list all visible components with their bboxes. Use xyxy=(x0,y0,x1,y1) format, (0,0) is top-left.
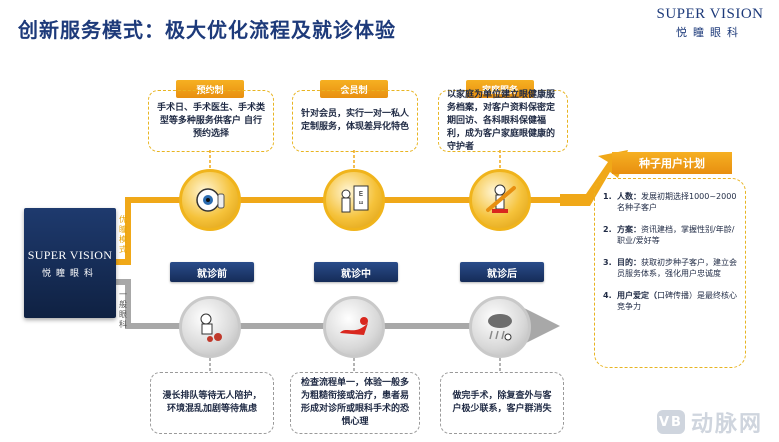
seed-item-number: 4. xyxy=(603,291,612,300)
logo-name-cn: 悦瞳眼科 xyxy=(41,268,98,279)
seed-item-text: 资讯建档，掌握性别/年龄/职业/爱好等 xyxy=(617,225,735,245)
waiting-icon xyxy=(200,313,222,342)
family-service-text: 以家庭为单位建立眼健康服务档案，对客户资料保密定期回访、各科眼科保健福利，成为客… xyxy=(447,89,556,152)
page-title: 创新服务模式：极大优化流程及就诊体验 xyxy=(18,18,396,42)
watermark-badge: VB xyxy=(656,410,685,434)
anxiety-box: 检查流程单一，体验一般多为粗糙衔接或治疗，患者易形成对诊所或眼科手术的恐惧心理 xyxy=(290,372,420,434)
seed-item-number: 3. xyxy=(603,258,612,267)
clinic-logo-box: SUPER VISION 悦瞳眼科 xyxy=(24,208,116,318)
eye-doctor-icon xyxy=(196,188,225,212)
seed-item-number: 2. xyxy=(603,225,612,234)
seed-item: 2. 方案：资讯建档，掌握性别/年龄/职业/爱好等 xyxy=(603,224,737,246)
membership-text: 针对会员，实行一对一私人定制服务，体现差异化特色 xyxy=(301,109,410,132)
churn-box: 做完手术，除复查外与客户极少联系，客户群消失 xyxy=(440,372,564,434)
appointment-text: 手术日、手术医生、手术类型等多种服务供客户 自行预约选择 xyxy=(157,102,266,139)
stage-after-visit: 就诊后 xyxy=(460,262,544,282)
seed-item-number: 1. xyxy=(603,192,612,201)
waiting-text: 漫长排队等待无人陪护，环境混乱加剧等待焦虑 xyxy=(162,391,262,414)
seed-item-text: 发展初期选择1000~2000名种子客户 xyxy=(617,192,737,212)
anxiety-icon xyxy=(340,317,368,335)
seed-item-text: 获取初步种子客户，建立会员服务体系，强化用户忠诚度 xyxy=(617,258,737,278)
eye-chart-icon: E ш xyxy=(341,185,369,213)
stage-during-visit: 就诊中 xyxy=(314,262,398,282)
anxiety-text: 检查流程单一，体验一般多为粗糙衔接或治疗，患者易形成对诊所或眼科手术的恐惧心理 xyxy=(300,378,409,427)
svg-text:ш: ш xyxy=(359,200,364,206)
appointment-box: 手术日、手术医生、手术类型等多种服务供客户 自行预约选择 xyxy=(148,90,274,152)
gold-big-arrow xyxy=(560,150,628,206)
track-label-general: 一般眼科 xyxy=(119,290,127,329)
seed-plan-title: 种子用户计划 xyxy=(612,152,732,174)
circle-anxiety xyxy=(323,296,385,358)
track-label-premium: 优瞳模式 xyxy=(119,215,127,254)
guardian-icon xyxy=(486,184,516,213)
seed-item-lead: 方案： xyxy=(617,225,641,234)
seed-item-lead: 人数： xyxy=(617,192,641,201)
brand-logo: SUPER VISION 悦瞳眼科 xyxy=(655,6,765,40)
watermark: VB 动脉网 xyxy=(656,406,763,438)
stage-before-visit: 就诊前 xyxy=(170,262,254,282)
churn-text: 做完手术，除复查外与客户极少联系，客户群消失 xyxy=(452,391,552,414)
svg-text:E: E xyxy=(359,190,363,198)
waiting-box: 漫长排队等待无人陪护，环境混乱加剧等待焦虑 xyxy=(150,372,274,434)
brand-name-en: SUPER VISION xyxy=(656,6,764,22)
seed-item: 3. 目的：获取初步种子客户，建立会员服务体系，强化用户忠诚度 xyxy=(603,257,737,279)
circle-family-service xyxy=(469,169,531,231)
seed-item-lead: 目的： xyxy=(617,258,641,267)
circle-storm xyxy=(469,296,531,358)
circle-waiting xyxy=(179,296,241,358)
seed-plan-box: 1. 人数：发展初期选择1000~2000名种子客户 2. 方案：资讯建档，掌握… xyxy=(594,178,746,368)
family-service-box: 以家庭为单位建立眼健康服务档案，对客户资料保密定期回访、各科眼科保健福利，成为客… xyxy=(438,90,568,152)
storm-cloud-icon xyxy=(488,314,512,341)
membership-box: 针对会员，实行一对一私人定制服务，体现差异化特色 xyxy=(292,90,418,152)
brand-name-cn: 悦瞳眼科 xyxy=(676,26,744,39)
seed-item-text: 口碑传播）是最终核心竞争力 xyxy=(617,291,737,311)
seed-item: 4. 用户爱定（口碑传播）是最终核心竞争力 xyxy=(603,290,737,312)
circle-appointment xyxy=(179,169,241,231)
logo-name-en: SUPER VISION xyxy=(27,247,113,262)
watermark-text: 动脉网 xyxy=(690,412,763,437)
circle-membership: E ш xyxy=(323,169,385,231)
seed-item-lead: 用户爱定（ xyxy=(617,291,657,300)
seed-item: 1. 人数：发展初期选择1000~2000名种子客户 xyxy=(603,191,737,213)
